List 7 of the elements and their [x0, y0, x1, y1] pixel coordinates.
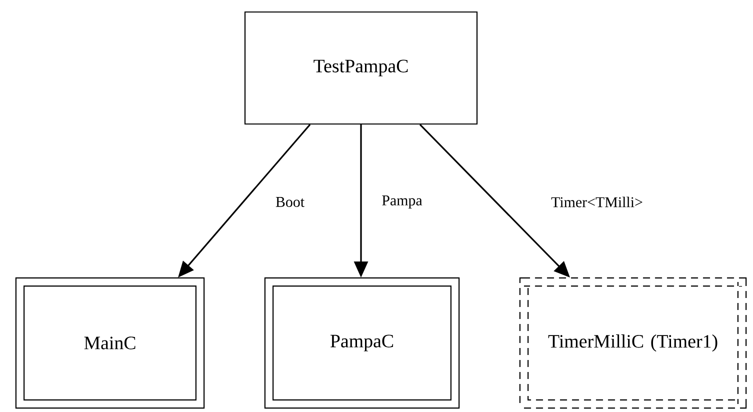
component-box: PampaC: [264, 277, 460, 409]
edge-label: Timer<TMilli>: [550, 196, 644, 208]
edge-label: Pampa: [380, 194, 424, 210]
component-box: MainC: [15, 277, 205, 409]
component-box: TimerMilliC (Timer1): [519, 277, 747, 409]
component-box: TestPampaC: [244, 11, 478, 125]
edge-label: Boot: [274, 196, 306, 208]
